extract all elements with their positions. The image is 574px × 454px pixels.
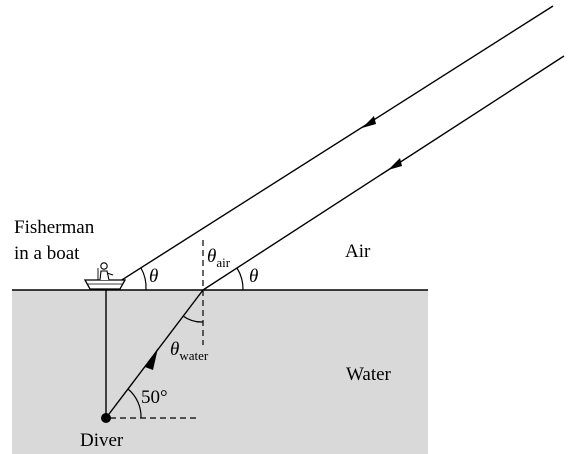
angle-50-label: 50° — [141, 387, 168, 408]
air-label: Air — [345, 241, 371, 262]
theta-air-label: θair — [207, 246, 231, 270]
ray-arrow-2 — [388, 158, 402, 170]
diver-label: Diver — [80, 430, 124, 451]
theta-water-symbol: θ — [170, 339, 179, 360]
ray-arrow-1 — [362, 116, 376, 128]
ray-arrow-3 — [145, 348, 158, 370]
theta-water-label: θwater — [170, 339, 209, 363]
fisherman-label-line2: in a boat — [14, 243, 80, 264]
water-label: Water — [346, 364, 392, 385]
theta-arc-surface — [236, 267, 244, 291]
angle-50-arc — [127, 388, 142, 419]
theta-arc-fisherman — [140, 267, 147, 291]
theta-label-surface: θ — [249, 266, 258, 287]
theta-water-arc — [182, 315, 204, 323]
theta-water-subscript: water — [179, 348, 209, 363]
light-ray-to-fisherman — [105, 5, 554, 291]
fisherman-label-line1: Fisherman — [14, 217, 95, 238]
boat-icon — [83, 262, 127, 290]
water-region — [12, 290, 428, 454]
theta-air-symbol: θ — [207, 246, 216, 267]
theta-air-subscript: air — [216, 255, 230, 270]
diver-dot — [101, 413, 111, 423]
theta-label-fisherman: θ — [149, 266, 158, 287]
light-ray-incident — [202, 55, 565, 291]
